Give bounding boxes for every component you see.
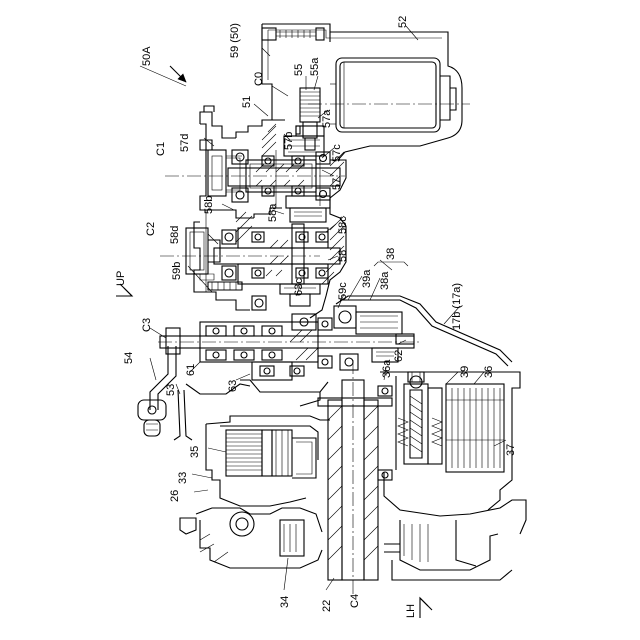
bracket-38 — [374, 262, 408, 266]
shaft-C2 — [186, 228, 340, 290]
label-58c: 58c — [337, 216, 349, 234]
label-53: 53 — [165, 384, 177, 396]
label-58: 58 — [337, 250, 349, 262]
label-58a: 58a — [267, 203, 279, 222]
label-39: 39 — [459, 366, 471, 378]
shaft-C3 — [160, 306, 414, 370]
label-55a: 55a — [309, 57, 321, 76]
center-lines — [158, 104, 470, 598]
label-58d: 58d — [169, 226, 181, 244]
worm-gear-55 — [296, 88, 320, 150]
label-36a: 36a — [381, 359, 393, 378]
label-26: 26 — [169, 490, 181, 502]
label-57: 57 — [331, 178, 343, 190]
label-39a: 39a — [361, 269, 373, 288]
label-57c: 57c — [331, 144, 343, 162]
label-36: 36 — [483, 366, 495, 378]
label-38: 38 — [385, 248, 397, 260]
label-35: 35 — [189, 446, 201, 458]
label-57b: 57b — [283, 132, 295, 150]
label-61: 61 — [185, 364, 197, 376]
label-59b: 59b — [171, 262, 183, 280]
label-57a: 57a — [321, 109, 333, 128]
label-63c: 63c — [293, 278, 305, 296]
label-C1: C1 — [155, 142, 167, 156]
label-57d: 57d — [179, 134, 191, 152]
label-63: 63 — [227, 380, 239, 392]
label-50A: 50A — [141, 46, 153, 66]
label-17b-17a: 17b (17a) — [451, 283, 463, 330]
label-54: 54 — [123, 352, 135, 364]
label-C3: C3 — [141, 318, 153, 332]
label-38a: 38a — [379, 271, 391, 290]
arrow-50A — [170, 66, 186, 82]
bearing-63 — [240, 362, 328, 406]
label-UP: UP — [115, 271, 127, 286]
label-C2: C2 — [145, 222, 157, 236]
label-55: 55 — [293, 64, 305, 76]
label-59-50: 59 (50) — [229, 23, 241, 58]
motor-52 — [330, 58, 456, 132]
label-51: 51 — [241, 96, 253, 108]
label-22: 22 — [321, 600, 333, 612]
label-LH: LH — [405, 604, 417, 618]
label-62: 62 — [393, 350, 405, 362]
label-58b: 58b — [203, 196, 215, 214]
arrow-lh — [420, 598, 432, 618]
label-59c: 59c — [337, 282, 349, 300]
label-37: 37 — [505, 444, 517, 456]
gear-63c — [252, 224, 320, 310]
label-34: 34 — [279, 596, 291, 608]
label-C0: C0 — [253, 72, 265, 86]
label-52: 52 — [397, 16, 409, 28]
label-33: 33 — [177, 472, 189, 484]
label-C4: C4 — [349, 594, 361, 608]
